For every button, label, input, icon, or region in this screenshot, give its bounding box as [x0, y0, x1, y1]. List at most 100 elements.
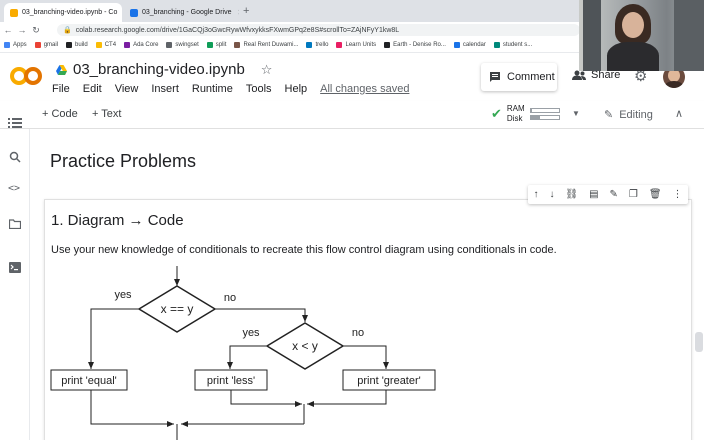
- print-less-label: print 'less': [207, 375, 255, 387]
- browser-tab-colab[interactable]: 03_branching-video.ipynb - Co ✕: [4, 3, 122, 22]
- print-equal-label: print 'equal': [61, 375, 117, 387]
- delete-icon[interactable]: 🗑: [648, 189, 662, 200]
- bookmark-item[interactable]: Apps: [0, 42, 31, 48]
- comment-icon: [490, 72, 500, 82]
- text-cell[interactable]: 1. Diagram → Code Use your new knowledge…: [44, 199, 692, 440]
- back-icon[interactable]: ←: [3, 25, 13, 35]
- close-tab-icon[interactable]: ✕: [238, 8, 240, 17]
- bookmark-favicon-icon: [206, 42, 213, 48]
- notebook-title[interactable]: 03_branching-video.ipynb ☆: [56, 61, 272, 78]
- condition-x-equals-y: x == y: [161, 302, 194, 316]
- folder-icon[interactable]: [9, 219, 21, 229]
- url-bar[interactable]: 🔒 colab.research.google.com/drive/1GaCQj…: [57, 24, 580, 36]
- bookmark-item[interactable]: swingset: [162, 42, 202, 48]
- output-box-greater: [342, 369, 436, 391]
- new-tab-button[interactable]: +: [243, 5, 250, 17]
- tab-title: 03_branching - Google Drive: [142, 9, 232, 16]
- menu-file[interactable]: File: [52, 83, 70, 95]
- save-status-link[interactable]: All changes saved: [320, 83, 410, 95]
- chevron-up-icon[interactable]: ∧: [675, 108, 684, 120]
- bookmark-item[interactable]: Ada Core: [120, 42, 162, 48]
- ram-label: RAM: [506, 104, 525, 113]
- menu-runtime[interactable]: Runtime: [191, 83, 233, 95]
- comment-icon[interactable]: ▤: [589, 189, 599, 200]
- menu-tools[interactable]: Tools: [245, 83, 272, 95]
- bookmark-label: build: [75, 42, 88, 48]
- notebook-toolbar: + Code + Text ✔ RAM Disk ▼ ✎ Editing ∧: [0, 101, 704, 129]
- editing-label: Editing: [619, 108, 653, 121]
- bookmark-favicon-icon: [453, 42, 460, 48]
- more-options-icon[interactable]: ⋮: [672, 189, 683, 200]
- bookmark-item[interactable]: Earth - Denise Ro...: [380, 42, 450, 48]
- bookmark-item[interactable]: build: [62, 42, 92, 48]
- flow-arrow: [307, 390, 387, 407]
- branch-label-no: no: [352, 327, 364, 339]
- bookmark-label: Learn Units: [345, 42, 377, 48]
- move-down-icon[interactable]: ↓: [549, 189, 555, 200]
- move-up-icon[interactable]: ↑: [533, 189, 539, 200]
- decision-diamond-equal: [137, 285, 217, 333]
- bookmark-favicon-icon: [4, 42, 10, 48]
- notebook-title-text: 03_branching-video.ipynb: [73, 61, 245, 78]
- scrollbar-thumb[interactable]: [695, 332, 703, 352]
- link-icon[interactable]: ⛓: [565, 189, 579, 200]
- bookmark-favicon-icon: [124, 42, 131, 48]
- ram-disk-indicator[interactable]: ✔ RAM Disk: [491, 104, 560, 124]
- bookmark-item[interactable]: CT4: [92, 42, 120, 48]
- forward-icon[interactable]: →: [17, 25, 27, 35]
- terminal-icon[interactable]: [9, 262, 21, 273]
- add-code-button[interactable]: + Code: [42, 108, 78, 120]
- bookmark-label: trello: [315, 42, 329, 48]
- bookmark-favicon-icon: [493, 42, 500, 48]
- menu-view[interactable]: View: [114, 83, 139, 95]
- gear-icon[interactable]: ⚙: [634, 68, 648, 85]
- browser-tab-drive[interactable]: 03_branching - Google Drive ✕: [124, 3, 239, 22]
- search-icon[interactable]: [9, 151, 21, 163]
- mirror-cell-icon[interactable]: ❐: [628, 189, 638, 200]
- menu-help[interactable]: Help: [284, 83, 308, 95]
- bookmark-favicon-icon: [234, 42, 241, 48]
- menu-insert[interactable]: Insert: [151, 83, 179, 95]
- colab-logo-icon[interactable]: [10, 65, 42, 87]
- bookmark-favicon-icon: [336, 42, 343, 48]
- chevron-down-icon[interactable]: ▼: [572, 109, 580, 118]
- comment-label: Comment: [507, 71, 555, 83]
- add-text-button[interactable]: + Text: [92, 108, 122, 120]
- bookmark-label: Ada Core: [133, 42, 159, 48]
- avatar[interactable]: [663, 66, 685, 88]
- bookmark-item[interactable]: Real Rent Duwami...: [230, 42, 302, 48]
- url-text: colab.research.google.com/drive/1GaCQj3o…: [75, 26, 400, 34]
- share-label: Share: [591, 69, 621, 81]
- star-icon[interactable]: ☆: [260, 61, 273, 77]
- google-drive-icon: [56, 64, 67, 75]
- branch-label-yes: yes: [242, 327, 260, 339]
- bookmark-item[interactable]: calendar: [450, 42, 490, 48]
- lock-icon: 🔒: [63, 27, 72, 34]
- edit-icon[interactable]: ✎: [609, 189, 618, 200]
- bookmark-item[interactable]: gmail: [31, 42, 62, 48]
- comment-button[interactable]: Comment: [481, 63, 557, 91]
- people-icon: [572, 70, 586, 80]
- ram-bar: [529, 108, 560, 113]
- address-bar-row: ← → ↻ 🔒 colab.research.google.com/drive/…: [0, 22, 704, 38]
- editing-mode-button[interactable]: ✎ Editing: [604, 108, 653, 122]
- menu-edit[interactable]: Edit: [82, 83, 102, 95]
- table-of-contents-icon[interactable]: [8, 117, 22, 129]
- flow-arrow: [343, 345, 389, 369]
- bookmark-favicon-icon: [384, 42, 391, 48]
- bookmark-item[interactable]: Learn Units: [332, 42, 380, 48]
- code-snippets-icon[interactable]: <>: [8, 183, 21, 194]
- bookmark-item[interactable]: trello: [302, 42, 332, 48]
- bookmark-item[interactable]: student s...: [490, 42, 536, 48]
- bookmark-item[interactable]: split: [203, 42, 231, 48]
- share-button[interactable]: Share: [572, 69, 620, 81]
- flow-arrow: [90, 390, 174, 427]
- browser-tab-strip: 03_branching-video.ipynb - Co ✕ 03_branc…: [0, 0, 704, 22]
- reload-icon[interactable]: ↻: [32, 24, 40, 35]
- notebook-body: Practice Problems 1. Diagram → Code Use …: [30, 129, 704, 440]
- cell-description: Use your new knowledge of conditionals t…: [51, 244, 557, 256]
- output-box-equal: [50, 369, 128, 391]
- flow-arrow: [215, 308, 308, 322]
- bookmark-favicon-icon: [95, 42, 102, 48]
